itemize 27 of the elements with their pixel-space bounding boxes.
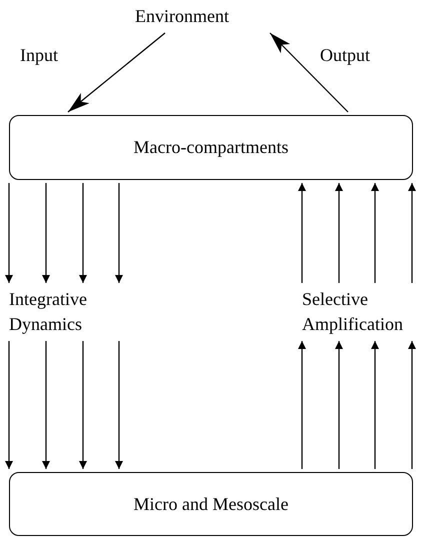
micro-mesoscale-box (9, 472, 413, 536)
arrow (68, 32, 166, 112)
environment-label: Environment (135, 5, 229, 28)
arrow (42, 183, 50, 283)
arrow (371, 341, 379, 469)
macro-compartments-box (9, 115, 413, 180)
box-text: Macro-compartments (134, 137, 288, 158)
arrow (408, 341, 416, 469)
arrow (115, 341, 123, 469)
arrow (79, 183, 87, 283)
arrow (79, 341, 87, 469)
edge-label: Input (20, 46, 58, 64)
arrow (5, 341, 13, 469)
arrow (42, 341, 50, 469)
selective-amplification-label: Selective Amplification (302, 288, 404, 336)
arrow (335, 183, 343, 283)
box-text: Micro and Mesoscale (134, 494, 288, 514)
arrow (270, 32, 348, 112)
arrow (335, 341, 343, 469)
arrow (408, 183, 416, 283)
arrow (298, 183, 306, 283)
edge-label: Output (320, 46, 370, 64)
arrow (371, 183, 379, 283)
arrow (298, 341, 306, 469)
arrow (115, 183, 123, 283)
arrow (5, 183, 13, 283)
integrative-dynamics-label: Integrative Dynamics (9, 288, 88, 336)
